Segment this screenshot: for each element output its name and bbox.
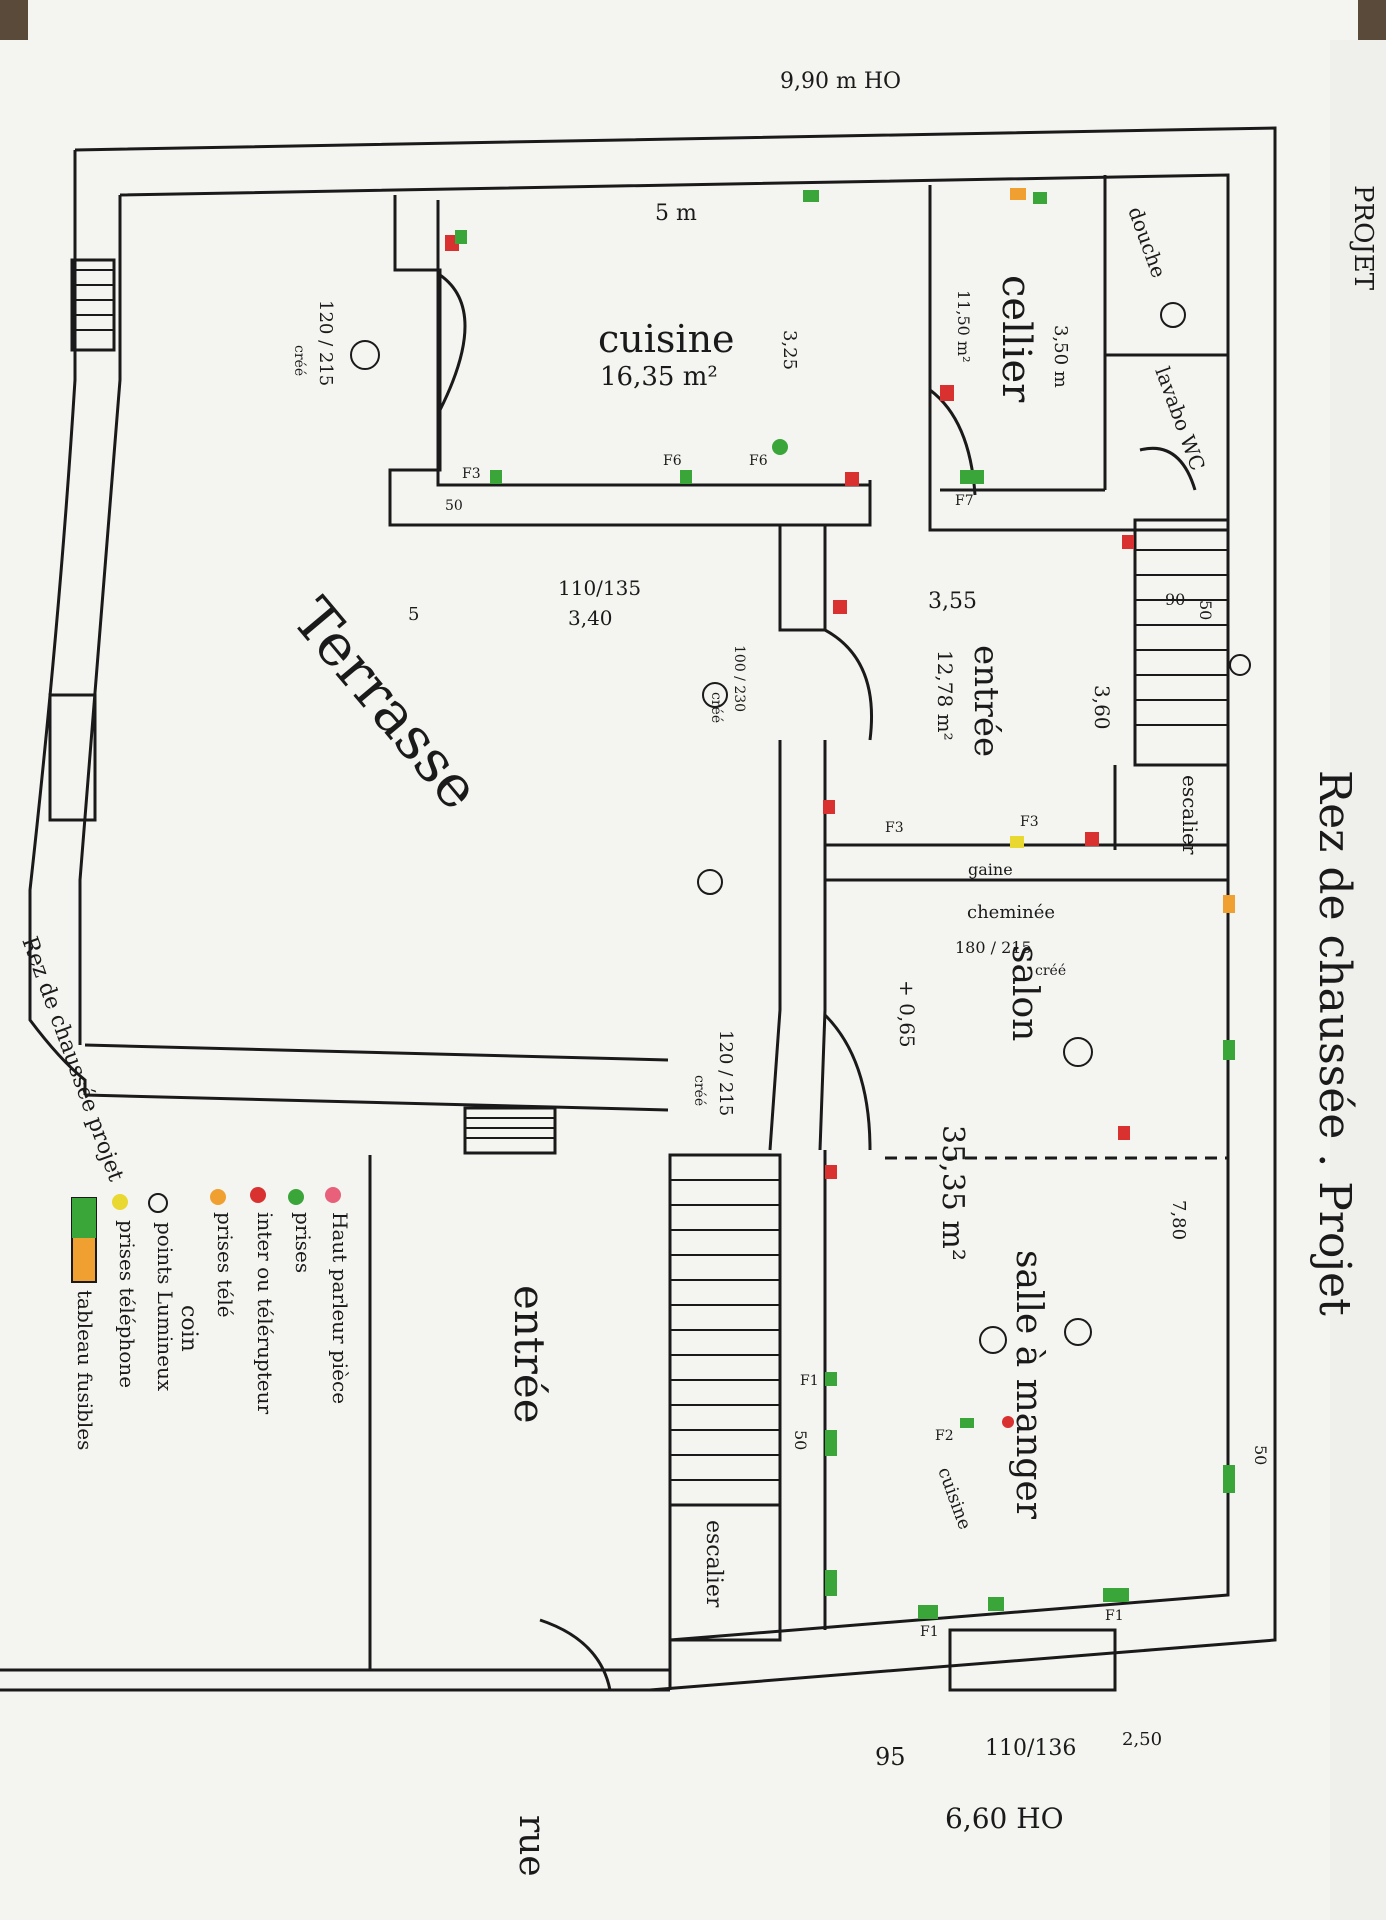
door-1-size: 120 / 215	[315, 300, 336, 386]
dim-side-5: 5	[408, 604, 419, 625]
legend: Haut parleur pièce prises inter ou télér…	[71, 1187, 352, 1450]
legend-note: coin	[176, 1305, 201, 1352]
dim-cellier-width: 3,50 m	[1050, 325, 1071, 388]
door-2-note: créé	[708, 692, 724, 723]
room-gaine: gaine	[968, 860, 1013, 879]
room-escalier-top: escalier	[1178, 775, 1202, 855]
mark-f1-c: F1	[1105, 1608, 1124, 1624]
mark-f1-a: F1	[800, 1373, 819, 1389]
house-walls	[0, 126, 1277, 1692]
room-cellier: cellier	[993, 275, 1039, 403]
room-entree-big: entrée	[505, 1285, 554, 1424]
dim-kitchen-width: 5 m	[655, 201, 697, 226]
dim-entree-depth: 3,60	[1090, 685, 1114, 730]
dim-stair-width: 90	[1165, 590, 1185, 609]
legend-item-5: prises téléphone	[115, 1220, 139, 1388]
door-2-size: 100 / 230	[731, 645, 747, 712]
legend-item-2: prises	[291, 1212, 315, 1273]
room-salle: salle à manger	[1008, 1250, 1049, 1520]
room-cuisine-area: 16,35 m²	[600, 362, 718, 392]
projet-stamp: PROJET	[1348, 185, 1378, 291]
door-4-note: créé	[1035, 963, 1066, 979]
legend-item-6: points Lumineux	[153, 1222, 177, 1392]
legend-item-7: tableau fusibles	[73, 1290, 97, 1450]
mark-f3-b: F3	[885, 820, 904, 836]
paper	[28, 0, 1358, 1920]
light-points	[350, 302, 1251, 1354]
room-salon: salon	[1004, 945, 1045, 1041]
room-salle-area: 35,35 m²	[935, 1125, 970, 1261]
dim-bottom-window: 110/136	[985, 1736, 1076, 1761]
dim-bottom-left: 95	[875, 1743, 906, 1771]
room-cheminee: cheminée	[967, 902, 1055, 923]
legend-item-3: inter ou télérupteur	[253, 1212, 277, 1414]
dim-wall-50-b: 50	[791, 1430, 810, 1450]
mark-f7: F7	[955, 493, 974, 509]
dim-salle-length: 7,80	[1168, 1200, 1189, 1240]
mark-f1-b: F1	[920, 1624, 939, 1640]
door-3-note: créé	[691, 1075, 707, 1106]
dim-terrasse-door-2: 3,40	[568, 606, 613, 630]
dim-top-overall: 9,90 m HO	[780, 69, 901, 94]
dim-kitchen-depth: 3,25	[779, 330, 800, 370]
mark-f2: F2	[935, 1428, 954, 1444]
legend-item-1: Haut parleur pièce	[328, 1212, 352, 1404]
legend-item-4: prises télé	[213, 1212, 237, 1318]
dim-wall-50-d: 50	[1196, 600, 1215, 620]
stair-treads	[75, 269, 1228, 1481]
door-3-size: 120 / 215	[715, 1030, 736, 1116]
door-4-size: 180 / 215	[955, 938, 1032, 957]
dim-salon-level: + 0,65	[895, 980, 919, 1048]
dim-entree-width: 3,55	[928, 589, 977, 614]
door-1-note: créé	[291, 345, 307, 376]
dim-bottom-right: 2,50	[1122, 1729, 1162, 1750]
dim-wall-50-a: 50	[445, 498, 463, 514]
room-escalier-bottom: escalier	[701, 1520, 726, 1608]
room-cuisine: cuisine	[598, 317, 735, 361]
room-cellier-area: 11,50 m²	[954, 290, 973, 362]
electrical-marks	[445, 188, 1235, 1619]
dim-bottom-overall: 6,60 HO	[945, 1802, 1064, 1835]
mark-f6-b: F6	[749, 453, 768, 469]
dim-wall-50-c: 50	[1251, 1445, 1270, 1465]
mark-f6-a: F6	[663, 453, 682, 469]
dim-terrasse-door: 110/135	[558, 576, 641, 600]
mark-f3-a: F3	[462, 466, 481, 482]
mark-f3-c: F3	[1020, 814, 1039, 830]
plan-title: Rez de chaussée . Projet	[1309, 770, 1360, 1316]
room-rue: rue	[511, 1815, 552, 1877]
room-entree: entrée	[966, 645, 1006, 757]
room-entree-area: 12,78 m²	[933, 650, 957, 741]
